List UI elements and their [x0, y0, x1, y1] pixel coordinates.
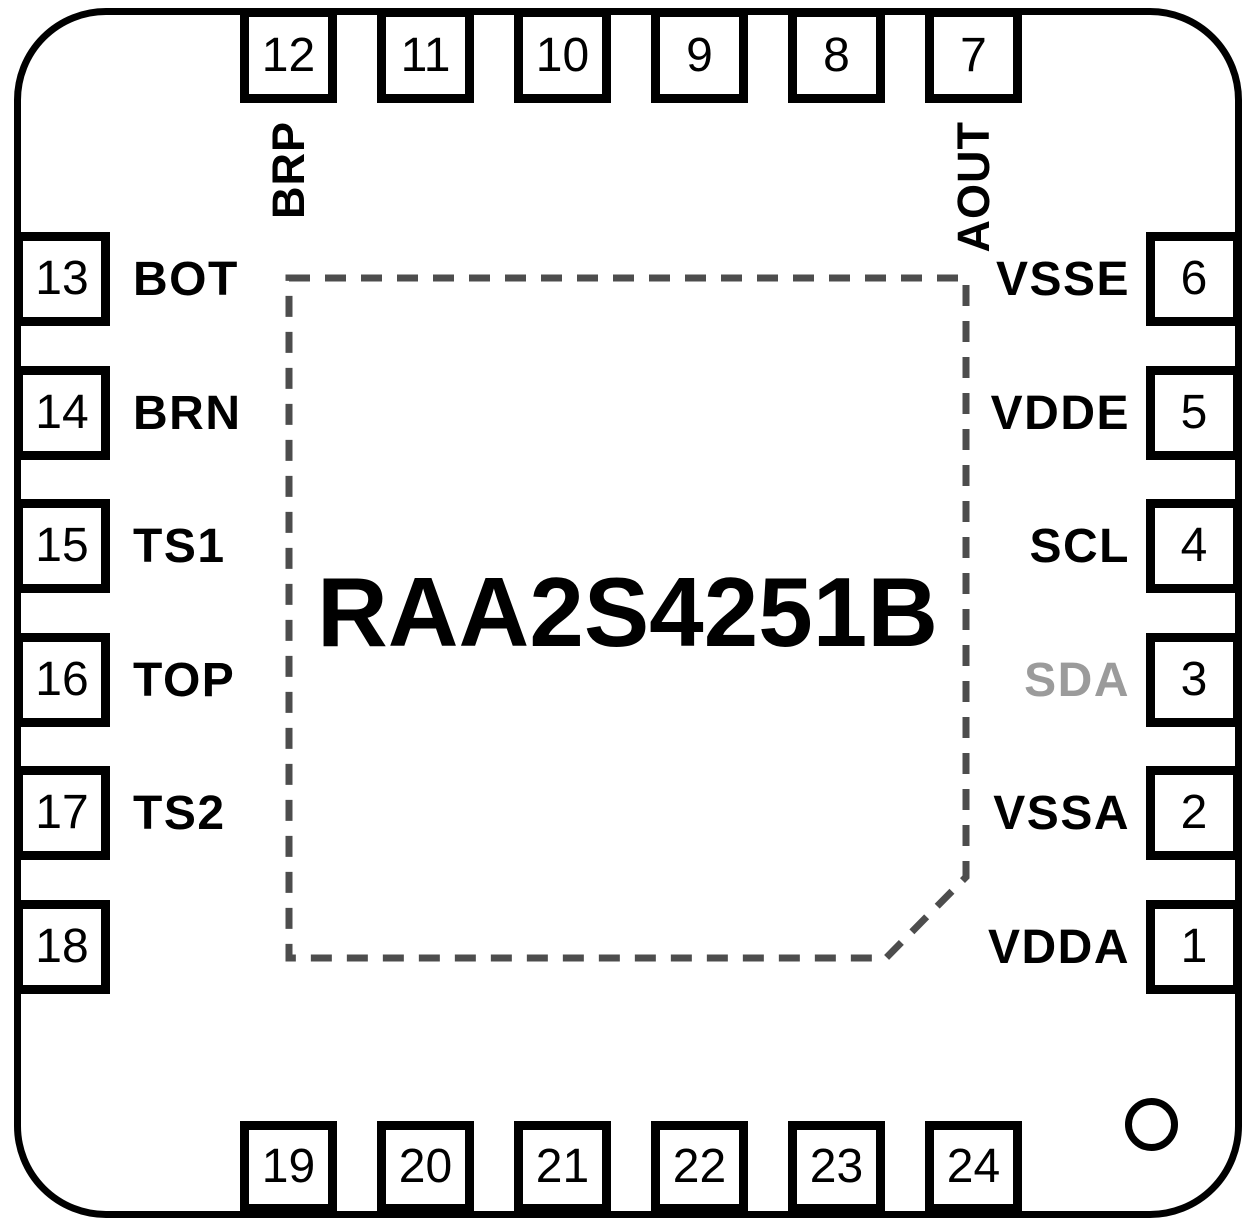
pin-21: 21 — [514, 1121, 611, 1213]
pin-label-vssa: VSSA — [993, 787, 1130, 840]
pin-number: 7 — [960, 28, 987, 82]
pin-number: 20 — [398, 1140, 453, 1193]
pin-2: 2 — [1146, 766, 1242, 860]
pin-label-bot: BOT — [133, 253, 239, 306]
pin1-indicator-circle — [1125, 1098, 1178, 1151]
pin-17: 17 — [14, 766, 110, 860]
pin-23: 23 — [788, 1121, 885, 1213]
pin-number: 21 — [535, 1140, 590, 1193]
pin-7: 7 — [925, 8, 1022, 103]
pin-13: 13 — [14, 232, 110, 326]
pin-label-ts1: TS1 — [133, 520, 226, 573]
pin-11: 11 — [377, 8, 474, 103]
pin-number: 4 — [1180, 519, 1208, 572]
pin-8: 8 — [788, 8, 885, 103]
pin-number: 1 — [1180, 920, 1208, 973]
pin-number: 12 — [261, 28, 316, 82]
pin-6: 6 — [1146, 232, 1242, 326]
pin-18: 18 — [14, 900, 110, 994]
pin-number: 11 — [400, 28, 451, 82]
pin-number: 8 — [823, 28, 850, 82]
pin-number: 3 — [1180, 653, 1208, 706]
pin-number: 2 — [1180, 786, 1208, 839]
pin-22: 22 — [651, 1121, 748, 1213]
exposed-pad-path — [285, 274, 970, 962]
pin-number: 14 — [35, 386, 89, 439]
pin-number: 23 — [809, 1140, 864, 1193]
pin-label-vsse: VSSE — [995, 253, 1130, 306]
pin-24: 24 — [925, 1121, 1022, 1213]
pin-14: 14 — [14, 366, 110, 460]
pin-label-top: TOP — [133, 654, 236, 707]
pin-number: 19 — [261, 1140, 316, 1193]
pin-19: 19 — [240, 1121, 337, 1213]
pin-1: 1 — [1146, 900, 1242, 994]
pin-number: 16 — [35, 653, 89, 706]
pin-number: 17 — [35, 786, 89, 839]
pin-5: 5 — [1146, 366, 1242, 460]
pin-12: 12 — [240, 8, 337, 103]
pin-label-vdda: VDDA — [987, 921, 1130, 974]
pin-10: 10 — [514, 8, 611, 103]
pin-number: 24 — [946, 1140, 1001, 1193]
pin-label-vdde: VDDE — [990, 387, 1130, 440]
pin-label-scl: SCL — [1029, 520, 1130, 573]
pin-label-brn: BRN — [133, 387, 242, 440]
pin-3: 3 — [1146, 633, 1242, 727]
pin-20: 20 — [377, 1121, 474, 1213]
pin-number: 9 — [686, 28, 713, 82]
pin-number: 10 — [535, 28, 590, 82]
pin-9: 9 — [651, 8, 748, 103]
pin-label-ts2: TS2 — [133, 787, 226, 840]
pin-label-aout: AOUT — [947, 121, 999, 253]
pin-number: 13 — [35, 252, 89, 305]
pin-number: 18 — [35, 920, 89, 973]
package-outline — [14, 8, 1242, 1218]
pin-number: 6 — [1180, 252, 1208, 305]
pin-number: 15 — [35, 519, 89, 572]
pin-number: 22 — [672, 1140, 727, 1193]
pin-15: 15 — [14, 499, 110, 593]
pin-number: 5 — [1180, 386, 1208, 439]
pin-16: 16 — [14, 633, 110, 727]
pin-label-brp: BRP — [262, 121, 314, 220]
part-number: RAA2S4251B — [317, 556, 938, 667]
pin-label-sda: SDA — [1024, 654, 1130, 707]
pin-4: 4 — [1146, 499, 1242, 593]
